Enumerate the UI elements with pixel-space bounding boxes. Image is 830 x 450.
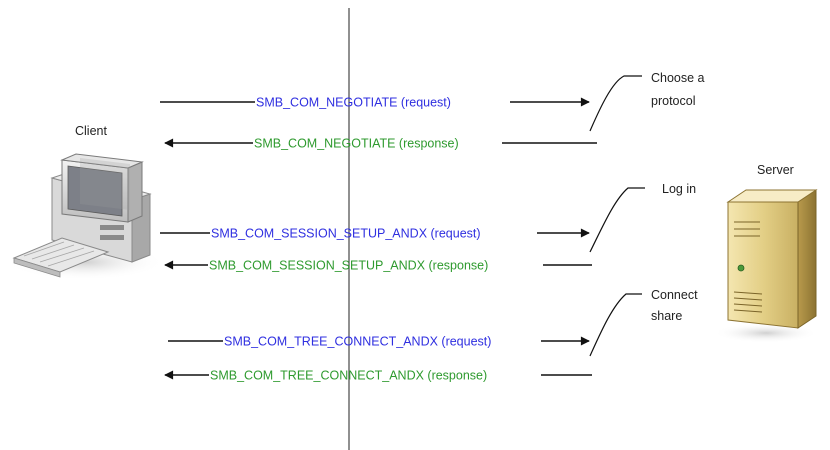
annotation-log-in: Log in (589, 182, 696, 253)
message-label: SMB_COM_SESSION_SETUP_ANDX (response) (209, 259, 488, 273)
message-label: SMB_COM_SESSION_SETUP_ANDX (request) (211, 227, 481, 241)
server-node: Server (714, 163, 818, 343)
message-session-setup-response: SMB_COM_SESSION_SETUP_ANDX (response) (164, 259, 592, 273)
annotation-line: share (651, 309, 682, 323)
message-negotiate-response: SMB_COM_NEGOTIATE (response) (164, 137, 597, 151)
message-negotiate-request: SMB_COM_NEGOTIATE (request) (160, 96, 590, 110)
annotations-group: Choose a protocol Log in Connect share (589, 71, 705, 357)
messages-group: SMB_COM_NEGOTIATE (request) SMB_COM_NEGO… (160, 96, 597, 383)
message-label: SMB_COM_NEGOTIATE (response) (254, 137, 459, 151)
client-label: Client (75, 124, 107, 138)
message-label: SMB_COM_NEGOTIATE (request) (256, 96, 451, 110)
annotation-connector (589, 293, 642, 357)
client-node: Client (5, 124, 165, 280)
annotation-choose-protocol: Choose a protocol (589, 71, 705, 132)
message-label: SMB_COM_TREE_CONNECT_ANDX (response) (210, 369, 487, 383)
annotation-connector (589, 75, 642, 132)
annotation-line: protocol (651, 94, 695, 108)
annotation-connector (589, 187, 645, 253)
message-tree-connect-response: SMB_COM_TREE_CONNECT_ANDX (response) (164, 369, 592, 383)
server-label: Server (757, 163, 794, 177)
message-tree-connect-request: SMB_COM_TREE_CONNECT_ANDX (request) (168, 335, 590, 349)
annotation-line: Connect (651, 288, 698, 302)
message-session-setup-request: SMB_COM_SESSION_SETUP_ANDX (request) (160, 227, 590, 241)
annotation-line: Choose a (651, 71, 705, 85)
annotation-line: Log in (662, 182, 696, 196)
server-tower-icon (714, 189, 818, 343)
annotation-connect-share: Connect share (589, 288, 698, 357)
message-label: SMB_COM_TREE_CONNECT_ANDX (request) (224, 335, 491, 349)
desktop-computer-icon (5, 153, 165, 280)
